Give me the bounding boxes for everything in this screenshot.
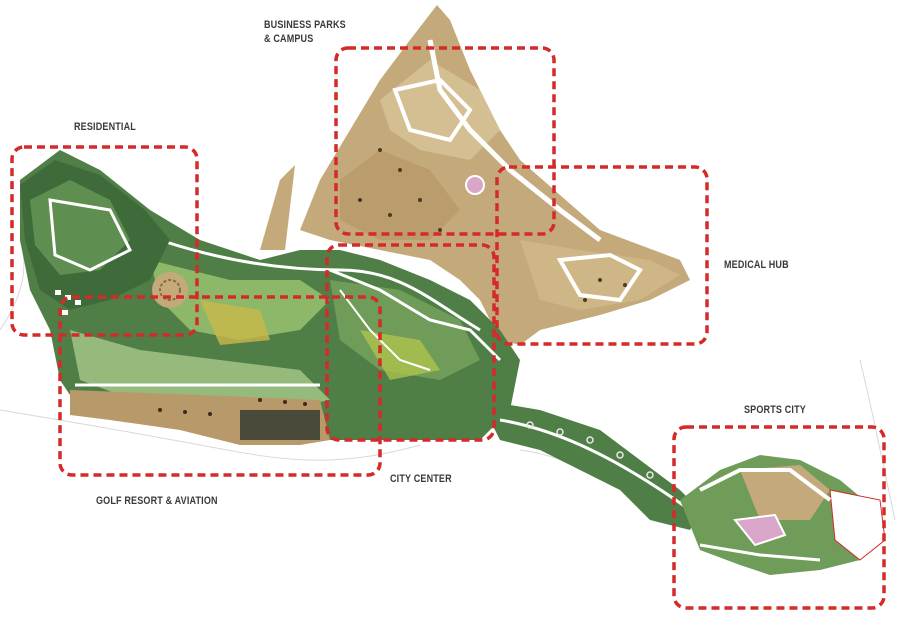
label-city-center-line-1: CITY CENTER [390, 473, 452, 485]
label-residential-line-1: RESIDENTIAL [74, 121, 136, 133]
boundary-residential [10, 145, 199, 337]
golf-aviation-strip [70, 383, 330, 445]
boundary-business [334, 46, 556, 236]
boundary-medical [495, 165, 709, 346]
residential-area [20, 160, 188, 315]
label-city-center: CITY CENTER [390, 472, 452, 486]
label-business-line-2: & CAMPUS [264, 33, 314, 45]
label-medical-line-1: MEDICAL HUB [724, 259, 789, 271]
label-business-parks: BUSINESS PARKS & CAMPUS [264, 18, 346, 46]
sports-city-area [680, 455, 886, 575]
label-business-line-1: BUSINESS PARKS [264, 19, 346, 31]
label-sports-city: SPORTS CITY [744, 403, 806, 417]
label-golf-line-1: GOLF RESORT & AVIATION [96, 495, 218, 507]
label-sports-line-1: SPORTS CITY [744, 404, 806, 416]
green-connector [480, 400, 700, 530]
label-golf-resort: GOLF RESORT & AVIATION [96, 494, 218, 508]
business-park-area [260, 5, 690, 345]
district-boundaries [10, 46, 886, 610]
label-medical-hub: MEDICAL HUB [724, 258, 789, 272]
boundary-sports [672, 425, 886, 610]
label-residential: RESIDENTIAL [74, 120, 136, 134]
boundary-golf [58, 295, 382, 477]
boundary-city-center [325, 243, 496, 442]
